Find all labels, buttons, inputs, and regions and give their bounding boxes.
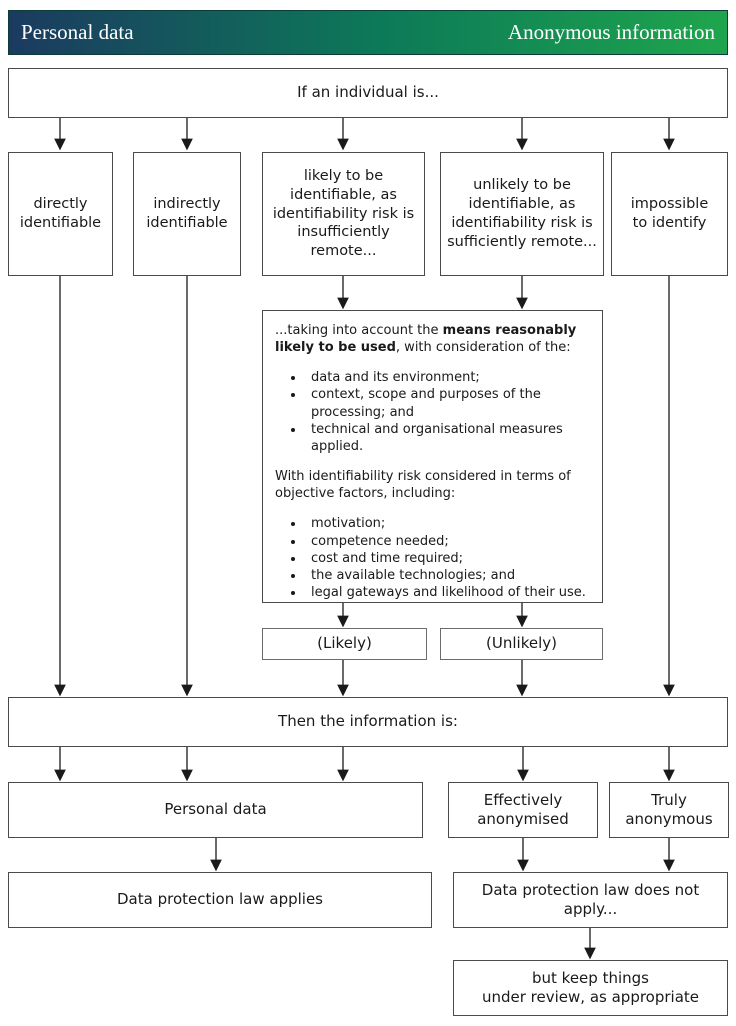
category-impossible-identify: impossible to identify <box>611 152 728 276</box>
likely-label: (Likely) <box>317 634 372 653</box>
category-label: likely to be identifiable, as identifiab… <box>272 167 415 260</box>
consideration-item: data and its environment; <box>305 369 590 386</box>
then-information-label: Then the information is: <box>278 712 458 731</box>
category-label: unlikely to be identifiable, as identifi… <box>447 177 597 250</box>
likely-box: (Likely) <box>262 628 427 660</box>
category-likely-identifiable: likely to be identifiable, as identifiab… <box>262 152 425 276</box>
considerations-list: data and its environment;context, scope … <box>275 369 590 455</box>
law-applies-label: Data protection law applies <box>117 890 323 909</box>
keep-under-review-box: but keep things under review, as appropr… <box>453 960 728 1016</box>
category-directly-identifiable: directly identifiable <box>8 152 113 276</box>
objective-factor-item: cost and time required; <box>305 550 590 567</box>
assessment-criteria-box: ...taking into account the means reasona… <box>262 310 603 603</box>
category-label: indirectly identifiable <box>146 196 228 231</box>
review-line2: under review, as appropriate <box>481 988 700 1006</box>
assessment-intro: ...taking into account the means reasona… <box>275 323 577 356</box>
outcome-label: Effectively anonymised <box>477 790 569 829</box>
category-label: directly identifiable <box>19 196 102 231</box>
if-individual-label: If an individual is... <box>297 83 439 102</box>
outcome-effectively-anonymised: Effectively anonymised <box>448 782 598 838</box>
objective-factors-list: motivation;competence needed;cost and ti… <box>275 515 590 601</box>
header-anonymous-information-label: Anonymous information <box>507 20 715 44</box>
law-not-apply-line2: apply... <box>563 900 618 918</box>
review-line1: but keep things <box>532 968 649 987</box>
law-applies-box: Data protection law applies <box>8 872 432 928</box>
unlikely-label: (Unlikely) <box>486 634 557 653</box>
objective-factor-item: competence needed; <box>305 533 590 550</box>
header-bar: Personal data Anonymous information <box>8 10 728 55</box>
objective-factor-item: the available technologies; and <box>305 567 590 584</box>
category-indirectly-identifiable: indirectly identifiable <box>133 152 241 276</box>
unlikely-box: (Unlikely) <box>440 628 603 660</box>
consideration-item: technical and organisational measures ap… <box>305 421 590 455</box>
objective-factors-intro: With identifiability risk considered in … <box>275 469 571 502</box>
header-personal-data-label: Personal data <box>21 20 134 44</box>
if-individual-box: If an individual is... <box>8 68 728 118</box>
law-not-apply-box: Data protection law does not apply... <box>453 872 728 928</box>
then-information-box: Then the information is: <box>8 697 728 747</box>
category-unlikely-identifiable: unlikely to be identifiable, as identifi… <box>440 152 604 276</box>
outcome-truly-anonymous: Truly anonymous <box>609 782 729 838</box>
outcome-label: Truly anonymous <box>625 790 713 829</box>
law-not-apply-line1: Data protection law does not <box>481 880 700 899</box>
assessment-intro-bold: means reasonably likely to be used <box>275 323 577 356</box>
objective-factor-item: motivation; <box>305 515 590 532</box>
objective-factor-item: legal gateways and likelihood of their u… <box>305 584 590 601</box>
category-label: impossible to identify <box>630 196 709 231</box>
consideration-item: context, scope and purposes of the proce… <box>305 386 590 420</box>
outcome-label: Personal data <box>164 800 267 819</box>
outcome-personal-data: Personal data <box>8 782 423 838</box>
